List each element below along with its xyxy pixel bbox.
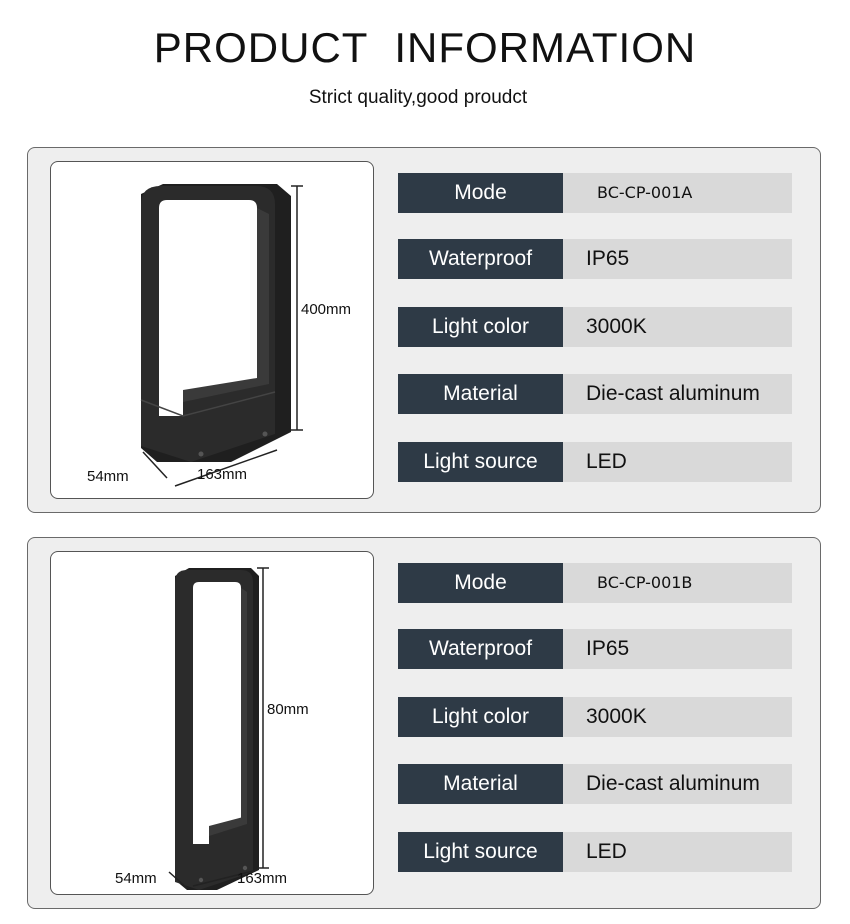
spec-row-waterproof: Waterproof IP65 [398, 239, 792, 279]
bollard-light-tall-image [168, 567, 269, 890]
spec-row-waterproof: Waterproof IP65 [398, 629, 792, 669]
spec-label: Mode [398, 563, 563, 603]
spec-label: Waterproof [398, 629, 563, 669]
height-dimension-label: 400mm [301, 301, 352, 318]
bollard-light-short-image [140, 184, 303, 487]
spec-value: Die-cast aluminum [563, 764, 792, 804]
spec-label: Light color [398, 307, 563, 347]
spec-value: 3000K [563, 307, 792, 347]
width-dimension-label: 163mm [197, 466, 248, 483]
page-subtitle: Strict quality,good proudct [308, 87, 528, 108]
spec-value: LED [563, 832, 792, 872]
spec-value: IP65 [563, 239, 792, 279]
product-panel-a: 400mm 54mm 163mm Mode BC-CP-001A Waterpr… [27, 147, 821, 513]
spec-label: Light color [398, 697, 563, 737]
spec-value: BC-CP-001A [563, 173, 792, 213]
spec-value: LED [563, 442, 792, 482]
product-panel-b: 80mm 54mm 163mm Mode BC-CP-001B Waterpro… [27, 537, 821, 909]
width-dimension-label: 163mm [237, 870, 288, 887]
spec-label: Waterproof [398, 239, 563, 279]
depth-dimension-label: 54mm [115, 870, 157, 887]
spec-row-light-color: Light color 3000K [398, 697, 792, 737]
spec-row-mode: Mode BC-CP-001A [398, 173, 792, 213]
spec-row-light-source: Light source LED [398, 442, 792, 482]
spec-value: IP65 [563, 629, 792, 669]
spec-label: Light source [398, 832, 563, 872]
spec-label: Mode [398, 173, 563, 213]
spec-row-light-color: Light color 3000K [398, 307, 792, 347]
spec-row-material: Material Die-cast aluminum [398, 764, 792, 804]
spec-row-light-source: Light source LED [398, 832, 792, 872]
spec-label: Light source [398, 442, 563, 482]
page-title: PRODUCT INFORMATION [153, 24, 697, 71]
spec-value: 3000K [563, 697, 792, 737]
spec-label: Material [398, 374, 563, 414]
depth-dimension-label: 54mm [87, 468, 129, 485]
spec-label: Material [398, 764, 563, 804]
product-image-box: 80mm 54mm 163mm [50, 551, 374, 895]
product-image-box: 400mm 54mm 163mm [50, 161, 374, 499]
spec-row-material: Material Die-cast aluminum [398, 374, 792, 414]
spec-row-mode: Mode BC-CP-001B [398, 563, 792, 603]
spec-value: Die-cast aluminum [563, 374, 792, 414]
spec-value: BC-CP-001B [563, 563, 792, 603]
height-dimension-label: 80mm [267, 701, 309, 718]
